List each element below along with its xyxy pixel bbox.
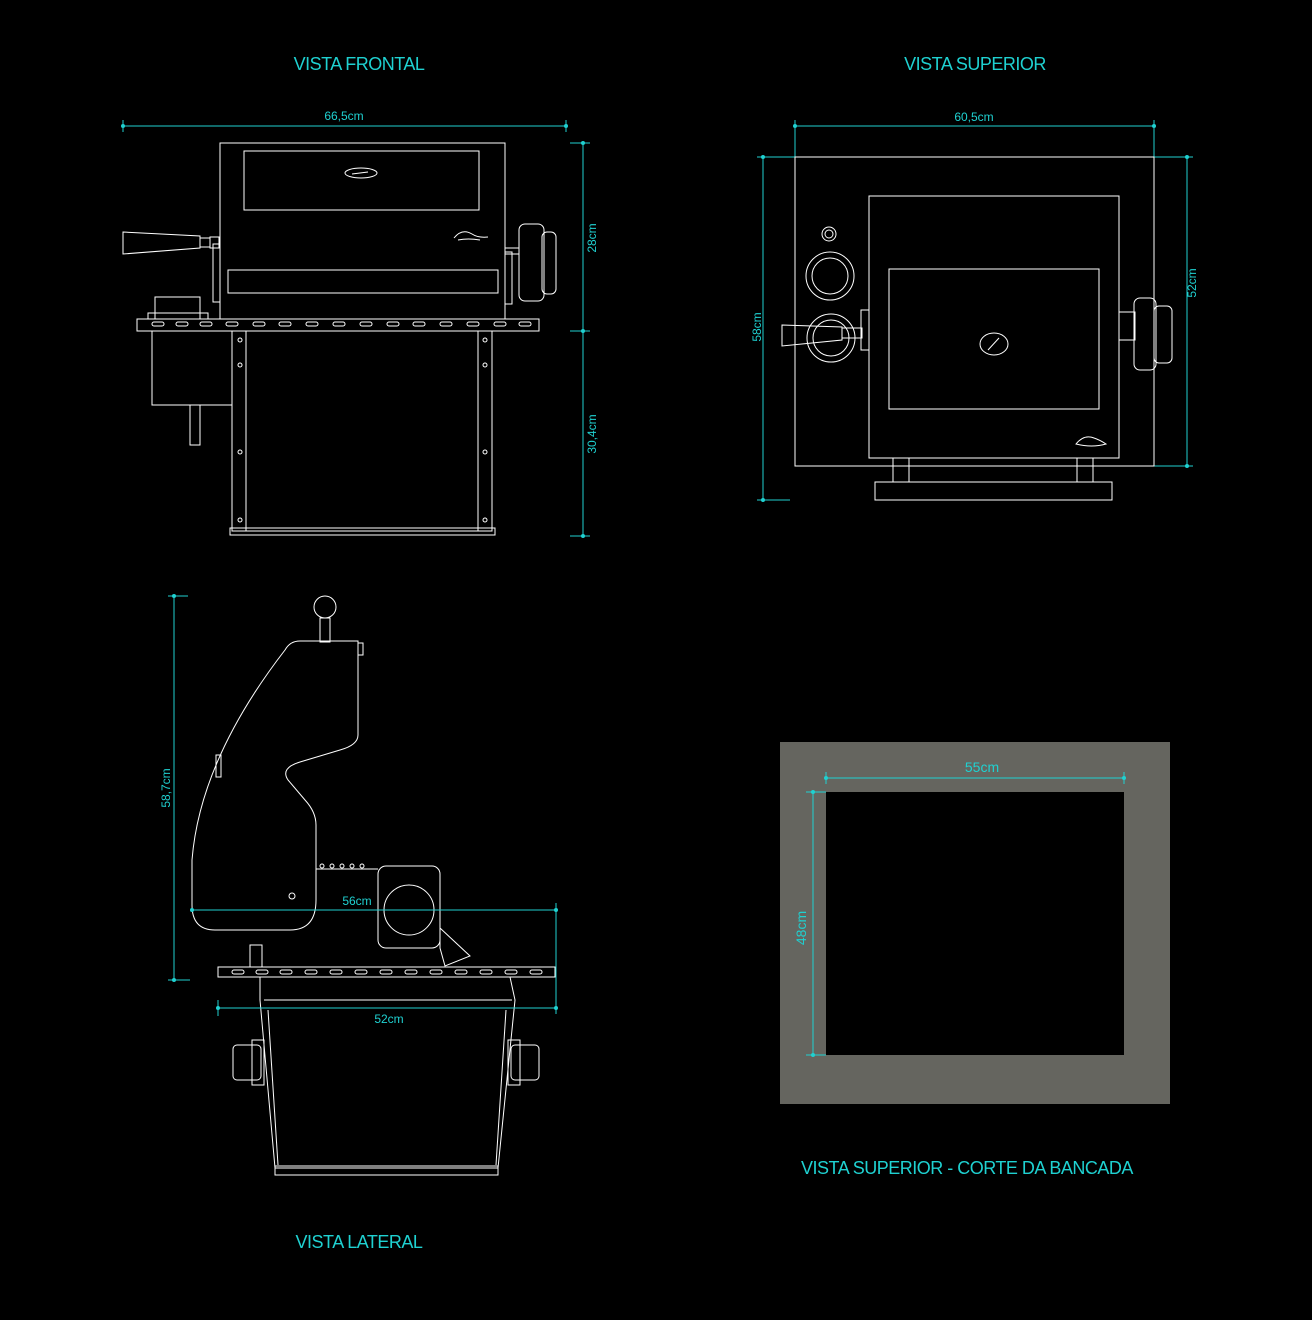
top-depth-dimensions: 58cm 52cm xyxy=(750,155,1199,502)
cut-width-label: 55cm xyxy=(965,759,999,775)
top-view-title: VISTA SUPERIOR xyxy=(904,54,1046,74)
side-upper-width-label: 56cm xyxy=(342,894,371,908)
top-machine xyxy=(781,156,1173,501)
top-width-dimension: 60,5cm xyxy=(793,110,1156,160)
front-machine xyxy=(122,142,557,536)
side-lower-width-label: 52cm xyxy=(374,1012,403,1026)
side-view-title: VISTA LATERAL xyxy=(296,1232,423,1252)
bench-cut-view: 55cm 48cm VISTA SUPERIOR - CORTE DA BANC… xyxy=(780,742,1170,1178)
front-view: VISTA FRONTAL 66,5cm 28cm 30,4cm xyxy=(121,54,599,538)
front-view-title: VISTA FRONTAL xyxy=(294,54,425,74)
cut-depth-label: 48cm xyxy=(793,911,809,945)
side-lower-width-dimension: 52cm xyxy=(216,1000,558,1026)
side-upper-width-dimension: 56cm xyxy=(190,894,558,1014)
top-width-label: 60,5cm xyxy=(954,110,993,124)
front-width-label: 66,5cm xyxy=(324,109,363,123)
side-height-label: 58,7cm xyxy=(159,768,173,807)
cut-width-dimension: 55cm xyxy=(824,759,1126,784)
cut-view-title: VISTA SUPERIOR - CORTE DA BANCADA xyxy=(801,1158,1133,1178)
top-view: VISTA SUPERIOR 60,5cm 58cm 52cm xyxy=(750,54,1199,502)
side-machine xyxy=(191,595,556,1176)
front-width-dimension: 66,5cm xyxy=(121,109,568,132)
cut-depth-dimension: 48cm xyxy=(793,790,826,1057)
top-inner-depth-label: 52cm xyxy=(1185,268,1199,297)
top-outer-depth-label: 58cm xyxy=(750,312,764,341)
side-view: VISTA LATERAL 58,7cm xyxy=(159,594,558,1252)
bench-cutout xyxy=(826,792,1124,1055)
front-lower-height-label: 30,4cm xyxy=(585,414,599,453)
front-height-dimensions: 28cm 30,4cm xyxy=(570,141,599,538)
front-upper-height-label: 28cm xyxy=(585,223,599,252)
side-height-dimension: 58,7cm xyxy=(159,594,190,982)
